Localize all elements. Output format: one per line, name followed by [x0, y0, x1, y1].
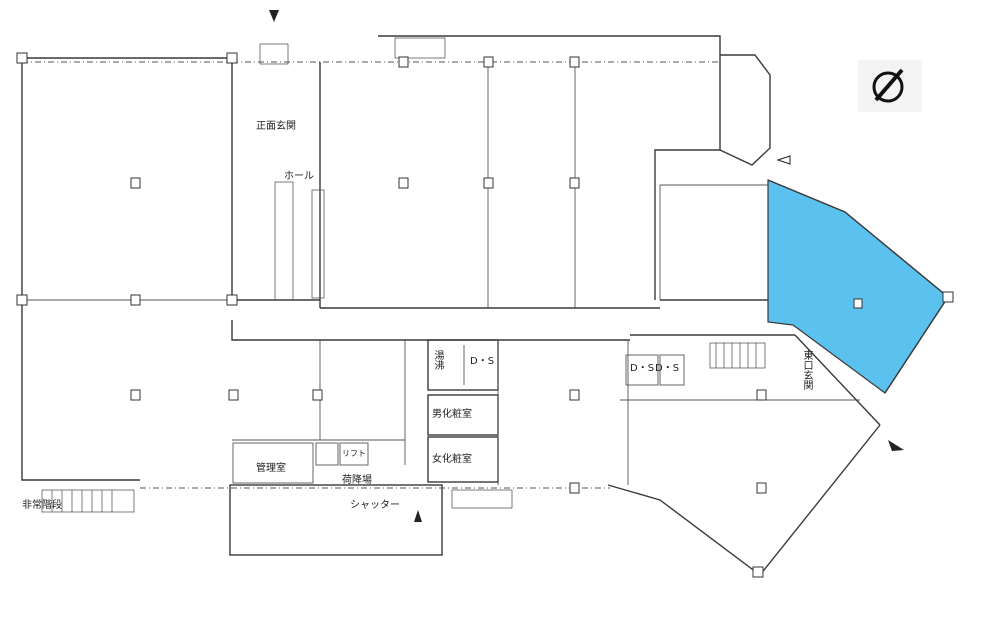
ds-label-1: D・S [470, 356, 495, 367]
hot-water-label: 湯沸 [432, 350, 443, 370]
entrance-arrow-icon [414, 510, 422, 522]
management-office-label: 管理室 [256, 463, 286, 474]
hall-label: ホール [284, 171, 314, 182]
no-symbol-icon [872, 68, 904, 103]
east-entrance-label: 東口玄関 [801, 350, 812, 390]
outer-walls [21, 35, 795, 481]
entrance-arrow-icon [776, 155, 791, 165]
loading-area-label: 荷降場 [342, 475, 372, 486]
entrance-arrow-icon [269, 10, 279, 22]
columns [16, 52, 954, 578]
front-entrance-label: 正面玄関 [256, 121, 296, 132]
entrance-arrow-icon [888, 440, 904, 451]
ds-label-3: D・S [655, 363, 680, 374]
compass-box [858, 60, 922, 112]
lift-label: リフト [342, 449, 366, 458]
womens-powder-room-label: 女化粧室 [432, 454, 472, 465]
shutter-label: シャッター [350, 500, 400, 511]
stairs [41, 37, 766, 513]
ds-label-2: D・S [630, 363, 655, 374]
emergency-stairs-label: 非常階段 [22, 500, 62, 511]
mens-powder-room-label: 男化粧室 [432, 409, 472, 420]
